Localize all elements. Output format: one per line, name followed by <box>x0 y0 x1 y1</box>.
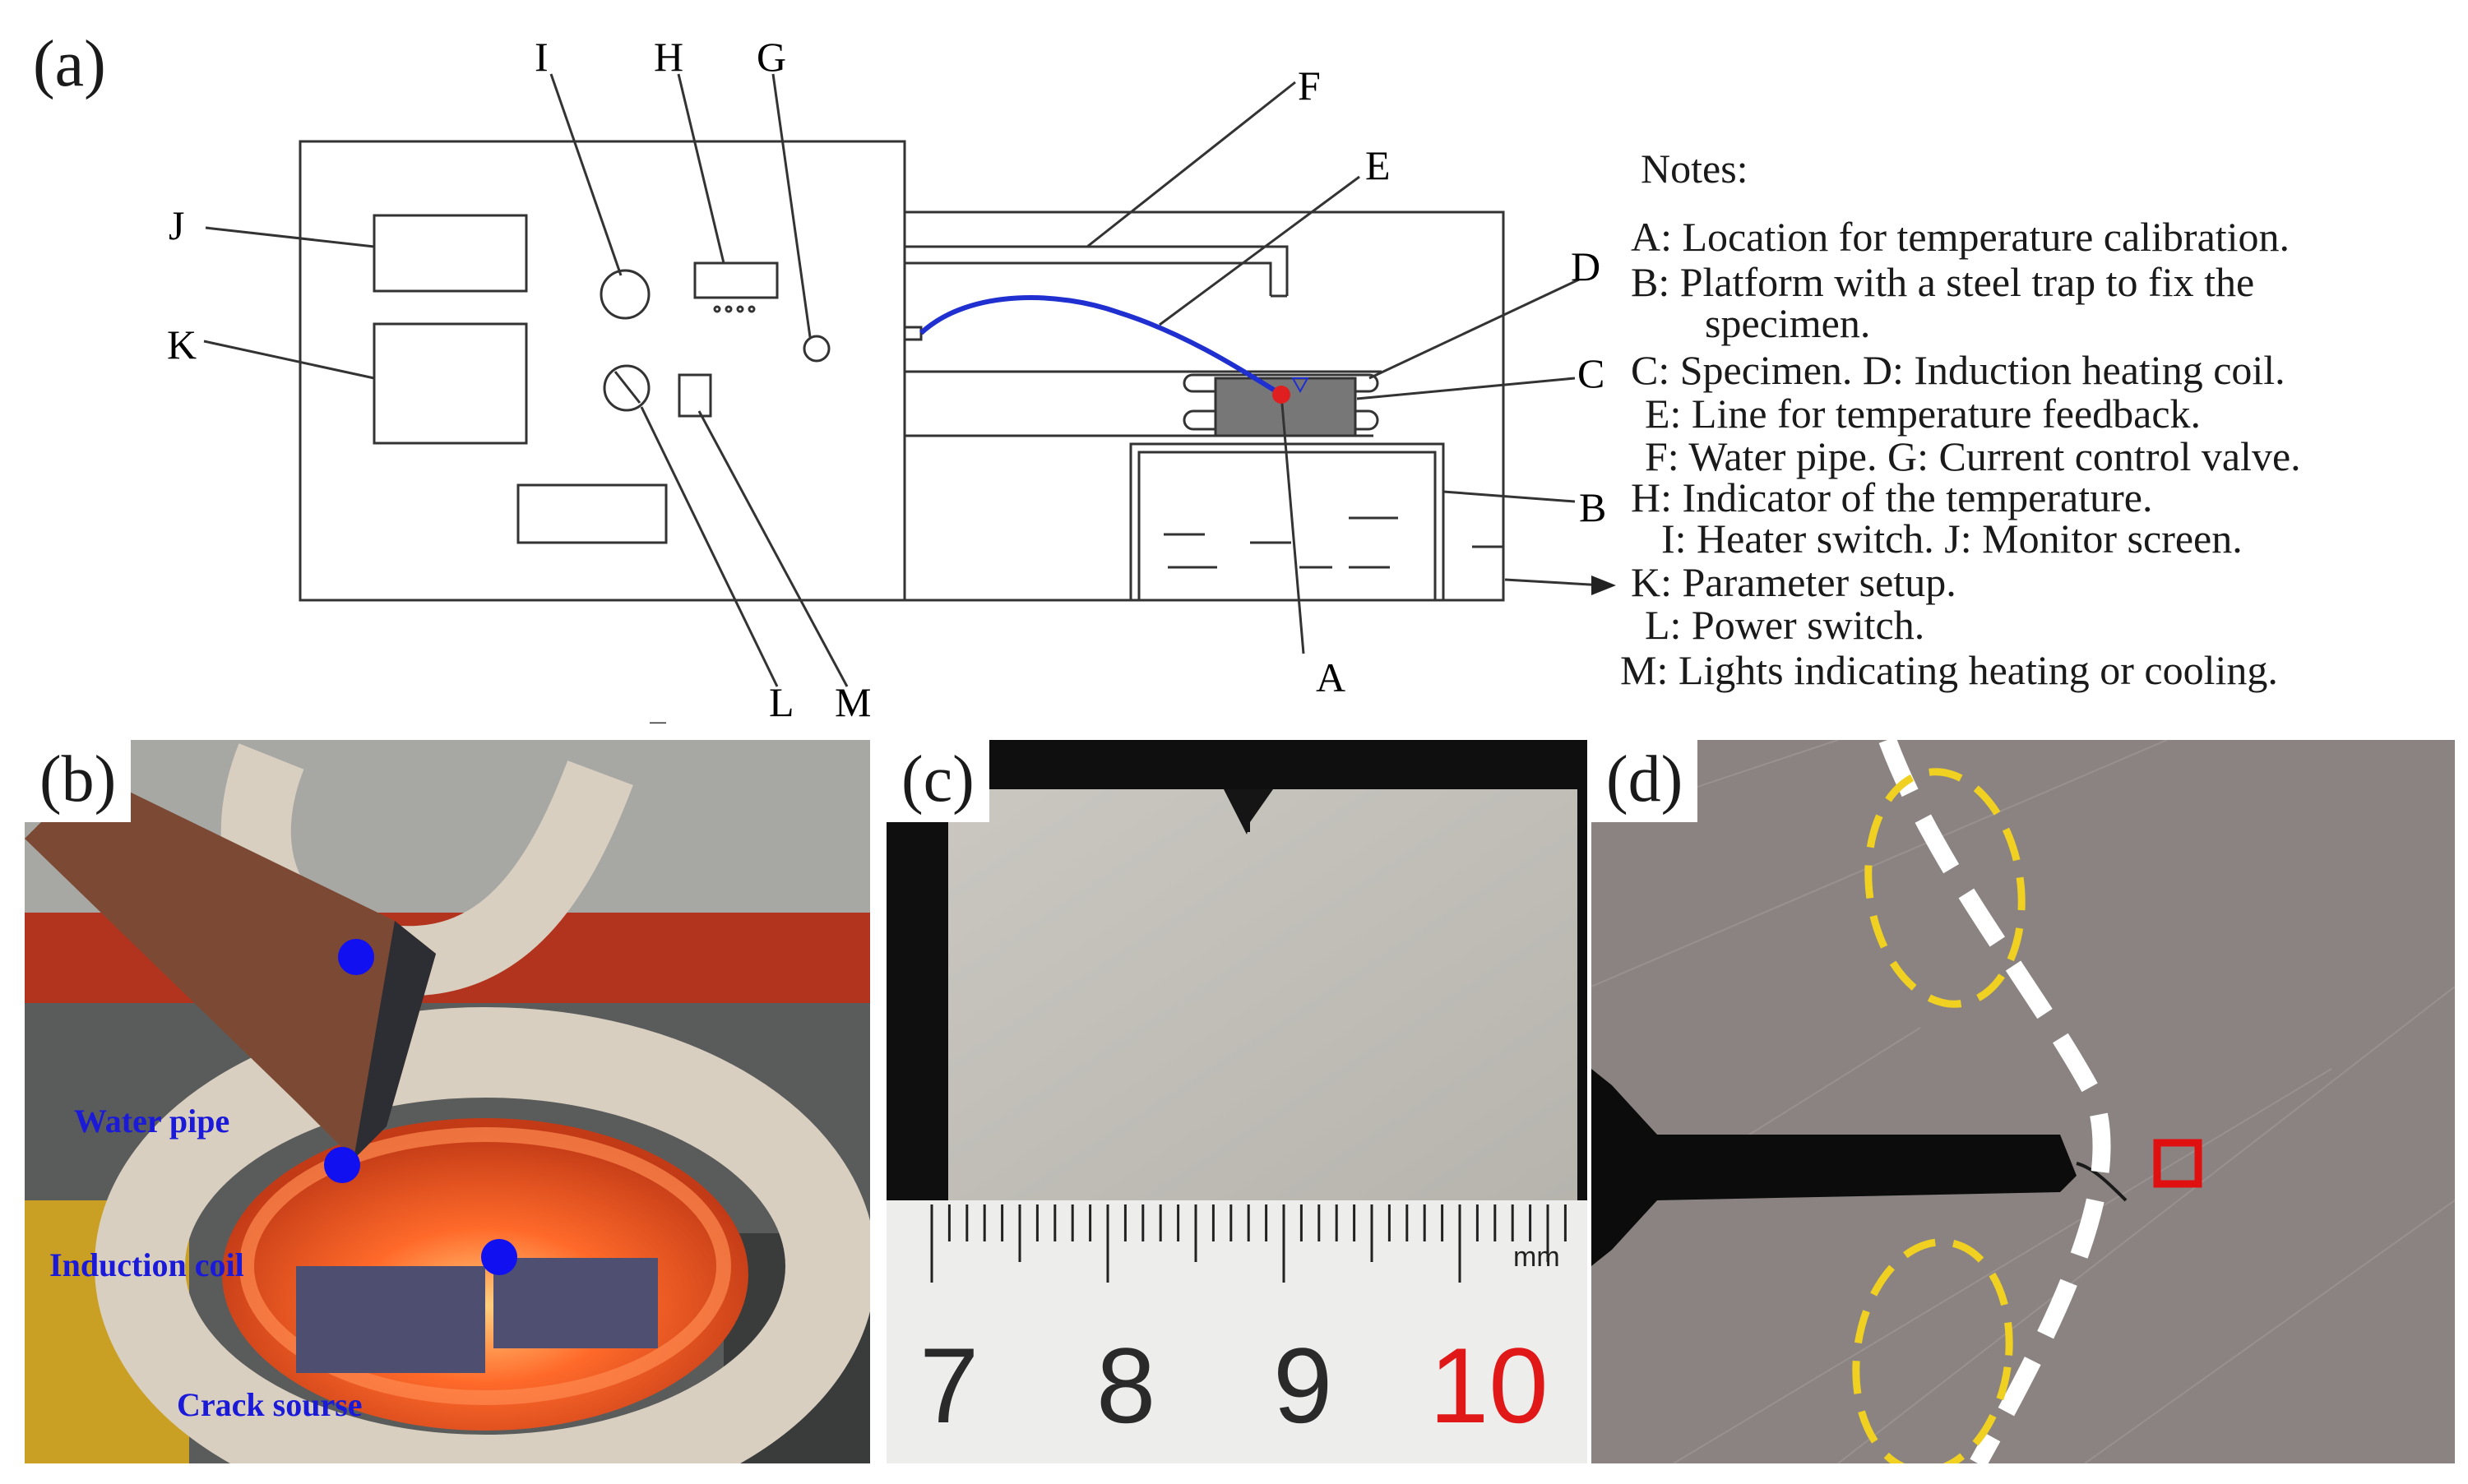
letter-c: C <box>1577 350 1605 396</box>
note-b-cont: specimen. <box>1705 300 1871 346</box>
ruler-number-10: 10 <box>1429 1325 1549 1445</box>
cabinet-bottom-panel <box>516 483 668 544</box>
specimen-left <box>296 1266 485 1373</box>
note-f-g: F: Water pipe. G: Current control valve. <box>1645 433 2301 479</box>
panel-b-label: (b) <box>25 740 132 822</box>
note-b: B: Platform with a steel trap to fix the <box>1631 259 2255 305</box>
note-h: H: Indicator of the temperature. <box>1631 474 2153 520</box>
panel-b-photo: Water pipe Induction coil Crack sourse <box>25 740 870 1463</box>
temperature-feedback-line <box>919 295 1280 395</box>
label-water-pipe: Water pipe <box>74 1103 230 1140</box>
letter-l: L <box>769 679 794 725</box>
letter-h: H <box>654 34 684 80</box>
note-l: L: Power switch. <box>1645 602 1925 648</box>
panel-c-photo: mm 7 8 9 10 <box>887 740 1587 1463</box>
notch <box>1591 1069 2077 1266</box>
heating-scene <box>25 740 870 1463</box>
heating-chamber <box>903 210 1505 602</box>
crack-micrograph <box>1591 740 2455 1463</box>
specimen-right <box>493 1258 658 1348</box>
heating-cooling-lights <box>678 373 712 418</box>
specimen-and-ruler <box>887 789 1587 1463</box>
label-induction-coil: Induction coil <box>49 1246 244 1283</box>
letter-g: G <box>757 34 787 80</box>
ruler-unit: mm <box>1513 1241 1560 1273</box>
monitor-screen <box>373 214 528 293</box>
letter-d: D <box>1571 243 1601 289</box>
current-control-valve <box>803 335 831 363</box>
note-e: E: Line for temperature feedback. <box>1645 391 2202 437</box>
letter-i: I <box>535 34 549 80</box>
crack-tip-box <box>2153 1139 2202 1188</box>
water-pipe-tool <box>25 773 436 1159</box>
ruler <box>887 1200 1587 1463</box>
marker-crack-source <box>481 1239 517 1275</box>
control-cabinet <box>299 140 906 602</box>
marker-induction-coil <box>324 1147 360 1183</box>
letter-f: F <box>1298 62 1321 109</box>
calibration-point <box>1272 386 1290 404</box>
panel-a-label: (a) <box>33 28 106 100</box>
letter-j: J <box>169 202 185 248</box>
panel-d-label: (d) <box>1591 740 1698 822</box>
note-c-d: C: Specimen. D: Induction heating coil. <box>1631 347 2285 393</box>
letter-b: B <box>1579 484 1607 530</box>
pore-region-lower <box>1852 1238 2013 1463</box>
letter-k: K <box>167 321 197 368</box>
letter-m: M <box>835 679 872 725</box>
heater-switch <box>600 269 651 320</box>
fusion-boundary <box>1878 740 2111 1463</box>
letter-e: E <box>1365 142 1391 188</box>
parameter-setup-panel <box>373 322 528 445</box>
specimen-plate <box>948 789 1577 1200</box>
power-switch <box>603 364 651 412</box>
note-i-j: I: Heater switch. J: Monitor screen. <box>1661 515 2243 562</box>
note-k: K: Parameter setup. <box>1631 559 1956 605</box>
apparatus-schematic <box>203 73 1616 724</box>
panel-d-photo <box>1591 740 2455 1463</box>
temperature-indicator <box>693 261 779 299</box>
ruler-number-8: 8 <box>1096 1325 1156 1445</box>
letter-a: A <box>1316 654 1346 700</box>
marker-water-pipe <box>338 939 374 975</box>
note-m: M: Lights indicating heating or cooling. <box>1620 647 2278 693</box>
notes-heading: Notes: <box>1641 146 1748 192</box>
panel-c-label: (c) <box>887 740 989 822</box>
note-a: A: Location for temperature calibration. <box>1631 214 2290 260</box>
ruler-number-9: 9 <box>1273 1325 1333 1445</box>
ruler-number-7: 7 <box>919 1325 979 1445</box>
label-crack-source: Crack sourse <box>177 1386 363 1423</box>
